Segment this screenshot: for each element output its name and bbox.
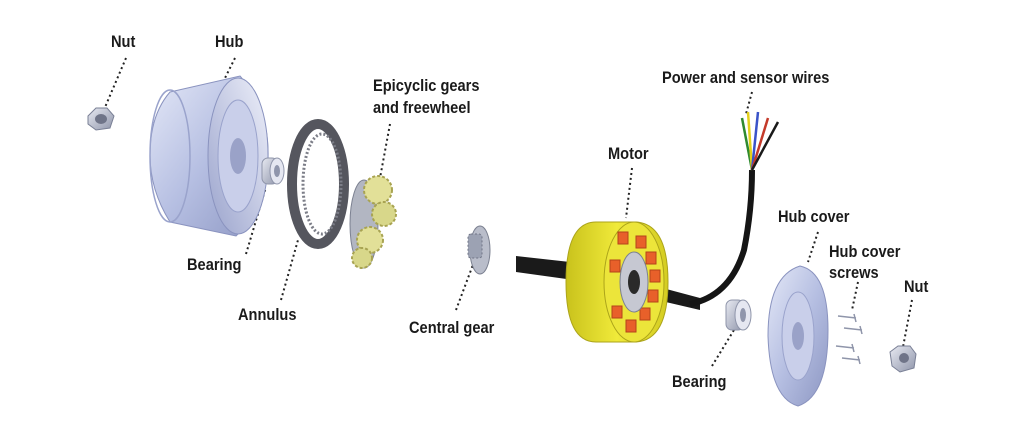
label-nut-left: Nut [111,32,136,51]
leader-hub-cover [807,231,819,263]
leader-epicyclic [379,123,391,179]
label-central-gear: Central gear [409,318,495,337]
power-sensor-wires-part [689,111,780,307]
label-motor: Motor [608,144,649,163]
motor-part [565,221,669,343]
label-epicyclic-line2: and freewheel [373,98,471,117]
leader-central-gear [455,261,475,311]
leader-motor [625,167,633,219]
hub-cover-part [767,265,829,407]
leader-lines [102,57,913,367]
leader-bearing-right [711,329,735,367]
bearing-left-part [261,157,285,185]
leader-annulus [280,239,299,301]
label-hub: Hub [215,32,244,51]
hub-cover-screws-part [835,313,863,365]
label-epicyclic-line1: Epicyclic gears [373,76,480,95]
leader-power-wires [745,91,753,115]
label-power-wires: Power and sensor wires [662,68,830,87]
label-nut-right: Nut [904,277,929,296]
nut-left-part [87,107,115,131]
central-gear-part [467,225,491,275]
hub-part [149,75,269,237]
label-bearing-left: Bearing [187,255,242,274]
bearing-right-part [725,299,752,331]
nut-right-part [889,345,917,373]
label-hub-cover-screws-line1: Hub cover [829,242,901,261]
label-hub-cover-screws-line2: screws [829,263,879,282]
leader-hub-cover-screws [851,281,859,311]
leader-bearing-left [245,186,267,255]
annulus-part [287,119,349,249]
leader-nut-right [902,299,913,348]
label-bearing-right: Bearing [672,372,727,391]
label-annulus: Annulus [238,305,297,324]
epicyclic-gears-part [349,175,397,269]
leader-nut-left [102,57,127,113]
label-hub-cover: Hub cover [778,207,850,226]
